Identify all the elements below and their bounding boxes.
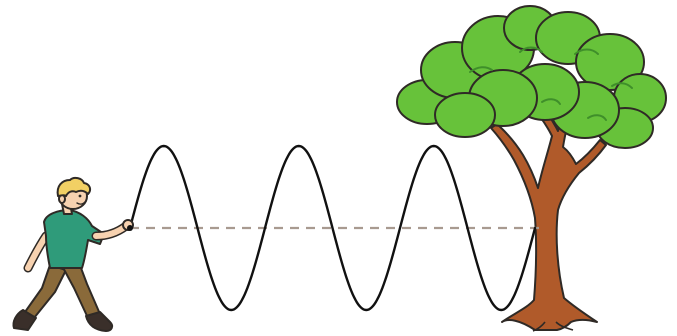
rope-grip-point — [127, 225, 133, 231]
boy — [12, 176, 134, 332]
boy-back-leg — [24, 264, 67, 319]
boy-hair — [56, 176, 92, 197]
boy-back-shoe — [12, 309, 37, 331]
tree-trunk — [490, 103, 607, 331]
boy-front-shoe — [85, 311, 114, 332]
tree-foliage — [396, 5, 667, 149]
standing-wave-curve — [128, 144, 537, 312]
tree — [396, 5, 667, 332]
